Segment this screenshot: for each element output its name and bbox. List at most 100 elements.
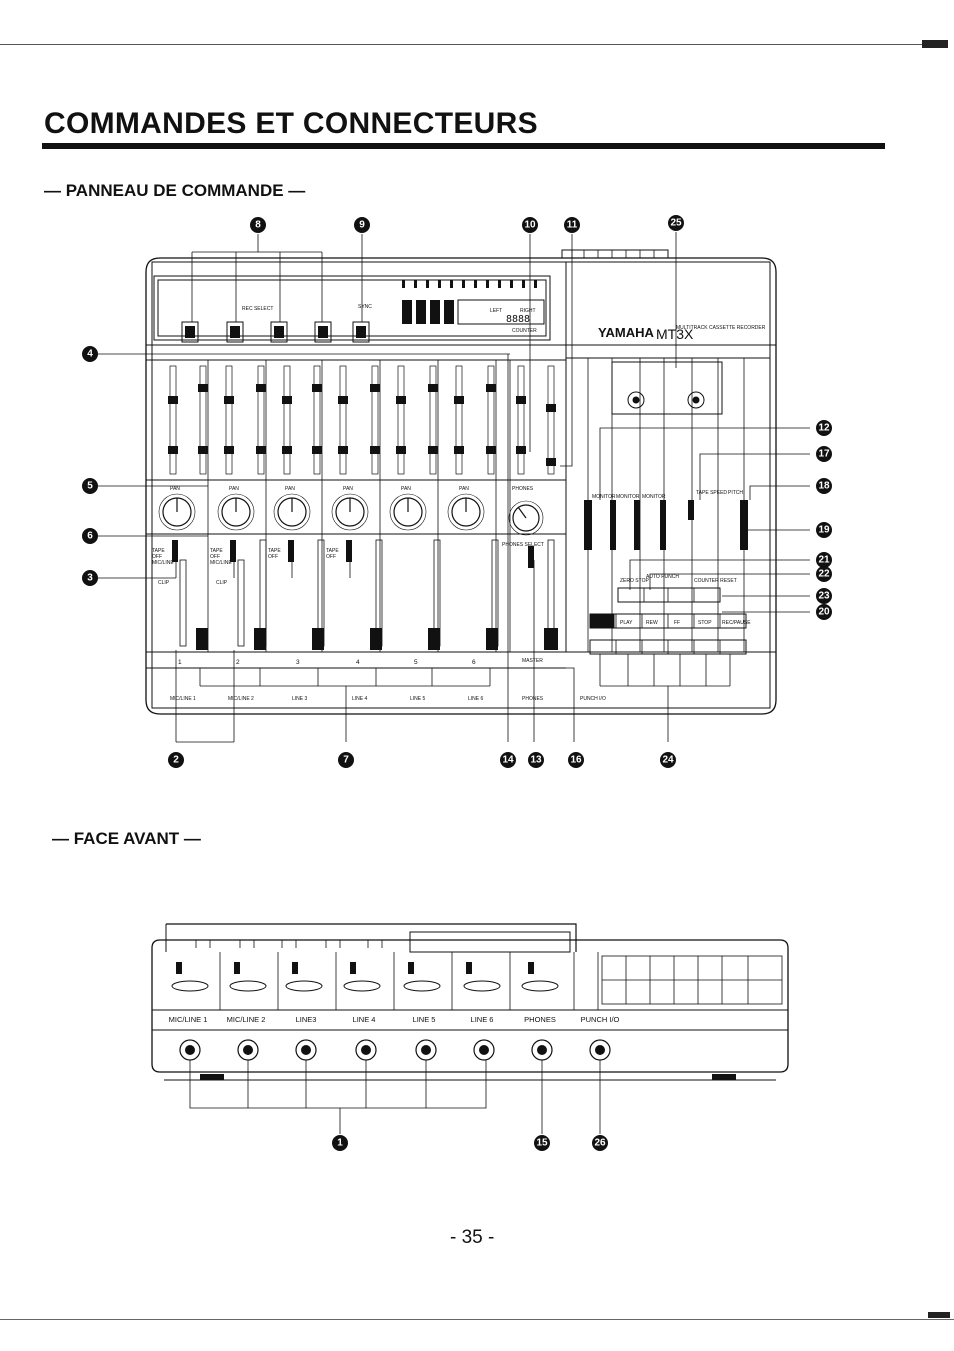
callout-1: 1 [332,1135,348,1151]
top-input-label: LINE 5 [410,696,426,702]
page-number: - 35 - [450,1227,495,1248]
monitor-label-1: MONITOR [592,494,616,500]
callout-23: 23 [816,588,832,604]
svg-text:17: 17 [818,449,830,460]
ff-key-label: FF [674,620,680,626]
callout-6: 6 [82,528,98,544]
front-jack-label: MIC/LINE 1 [169,1015,208,1024]
callout-15: 15 [534,1135,550,1151]
counter-display: 8888 [506,314,530,325]
clip-label-2: CLIP [216,580,228,586]
svg-text:16: 16 [570,755,582,766]
top-input-label: MIC/LINE 2 [228,696,254,702]
zero-stop-label: ZERO STOP [620,578,649,584]
monitor-label-3: MONITOR [642,494,666,500]
channel-number: 6 [472,659,476,666]
channel-number: 2 [236,659,240,666]
off-label-1: OFF [152,554,162,560]
meter-right-label: RIGHT [520,308,536,314]
pitch-label: PITCH [728,490,743,496]
model-name: MT3X [656,326,694,342]
svg-text:20: 20 [818,607,830,618]
svg-text:11: 11 [567,220,578,231]
svg-text:9: 9 [359,220,365,231]
callout-9: 9 [354,217,370,233]
top-rule [0,44,940,45]
channel-number: 3 [296,659,300,666]
svg-text:14: 14 [502,755,514,766]
svg-text:6: 6 [87,531,93,542]
pan-labels: PAN PAN PAN PAN PAN PAN [170,486,469,492]
top-input-labels: MIC/LINE 1 MIC/LINE 2 LINE 3 LINE 4 LINE… [170,696,606,702]
channel-number: 4 [356,659,360,666]
top-input-label: MIC/LINE 1 [170,696,196,702]
svg-text:5: 5 [87,481,93,492]
callout-12: 12 [816,420,832,436]
sync-label: SYNC [358,304,372,310]
callout-3: 3 [82,570,98,586]
clip-label-1: CLIP [158,580,170,586]
callout-19: 19 [816,522,832,538]
svg-text:15: 15 [536,1138,548,1149]
svg-text:2: 2 [173,755,179,766]
device-subtitle: MULTITRACK CASSETTE RECORDER [676,325,766,331]
callout-4: 4 [82,346,98,362]
callout-7: 7 [338,752,354,768]
stop-key-label: STOP [698,620,712,626]
svg-text:4: 4 [87,349,93,360]
brand-name: YAMAHA [598,325,654,340]
svg-text:21: 21 [818,555,830,566]
section-heading-control-panel: — PANNEAU DE COMMANDE — [44,181,306,200]
callout-markers: 8 9 10 11 25 4 5 6 3 12 17 18 19 21 22 2… [82,215,832,1151]
pan-label-3: PAN [285,486,295,492]
title-underline [42,143,885,149]
off-label-2: OFF [210,554,220,560]
svg-text:7: 7 [343,755,349,766]
corner-mark-bottom [928,1312,950,1318]
callout-16: 16 [568,752,584,768]
section-heading-front-panel: — FACE AVANT — [52,829,201,848]
rew-key-label: REW [646,620,658,626]
tape-label-1: TAPE [152,548,165,554]
callout-8: 8 [250,217,266,233]
counter-reset-label: COUNTER RESET [694,578,737,584]
svg-text:22: 22 [818,569,830,580]
monitor-label-2: MONITOR [616,494,640,500]
front-jack-label: LINE 6 [471,1015,494,1024]
off-label-4: OFF [326,554,336,560]
phones-select-label: PHONES SELECT [502,542,544,548]
front-jack-label: LINE 4 [353,1015,376,1024]
mic-line-label-2: MIC/LINE [210,560,232,566]
counter-label: COUNTER [512,328,537,334]
front-jack-label: LINE 5 [413,1015,436,1024]
auto-punch-label: AUTO PUNCH [646,574,679,580]
svg-text:19: 19 [818,525,830,536]
bottom-rule [0,1319,954,1320]
front-jack-label: PHONES [524,1015,556,1024]
svg-text:13: 13 [530,755,542,766]
tape-label-2: TAPE [210,548,223,554]
callout-11: 11 [564,217,580,233]
callout-2: 2 [168,752,184,768]
callout-17: 17 [816,446,832,462]
callout-24: 24 [660,752,676,768]
corner-mark-top [922,40,948,48]
off-label-3: OFF [268,554,278,560]
top-input-label: PHONES [522,696,544,702]
callout-21: 21 [816,552,832,568]
channel-number: 1 [178,659,182,666]
phones-label: PHONES [512,486,534,492]
svg-text:24: 24 [662,755,674,766]
svg-text:1: 1 [337,1138,343,1149]
top-input-label: LINE 4 [352,696,368,702]
tape-label-4: TAPE [326,548,339,554]
channel-number-labels: 1 2 3 4 5 6 [178,659,476,666]
callout-10: 10 [522,217,538,233]
rec-select-label: REC SELECT [242,306,273,312]
callout-26: 26 [592,1135,608,1151]
play-key-label: PLAY [620,620,633,626]
mic-line-label-1: MIC/LINE [152,560,174,566]
pan-label-5: PAN [401,486,411,492]
top-input-label: PUNCH I/O [580,696,606,702]
callout-14: 14 [500,752,516,768]
